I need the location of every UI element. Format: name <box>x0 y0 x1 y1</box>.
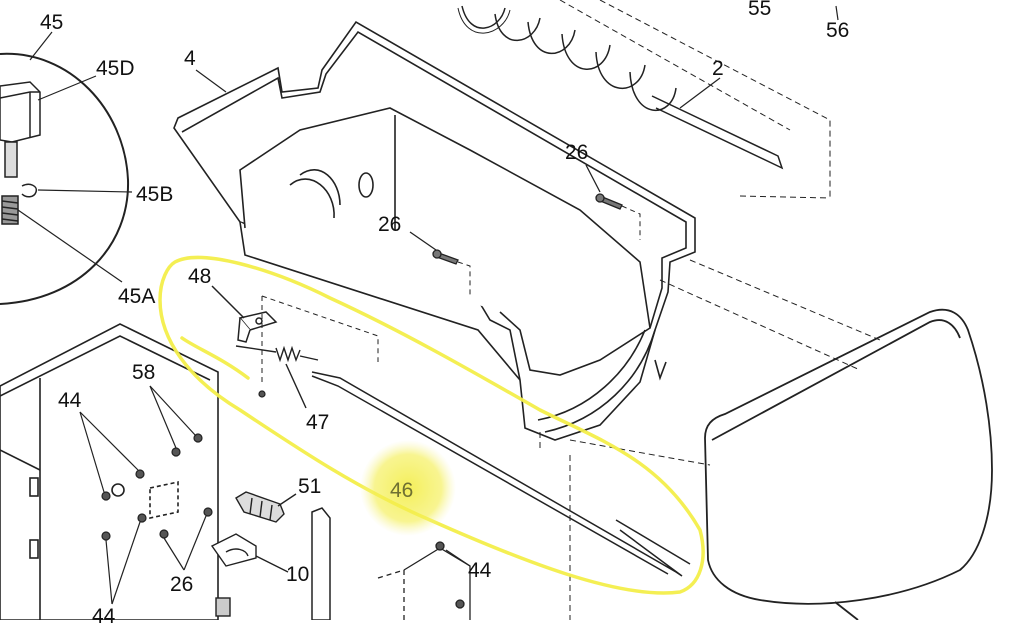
part-45b-clip <box>21 183 38 198</box>
callout-46: 46 <box>390 479 414 502</box>
dashed-box-55 <box>559 0 831 199</box>
callout-45: 45 <box>40 11 64 34</box>
leader-lines-bottom-left <box>79 385 207 605</box>
callout-26-middle: 26 <box>378 213 402 236</box>
callout-47: 47 <box>306 411 330 434</box>
part-2-auger-coil <box>457 5 784 170</box>
highlight-outline <box>158 255 705 595</box>
part-48-bracket <box>211 285 278 343</box>
dashed-guides-right <box>539 259 881 620</box>
callout-51: 51 <box>298 475 322 498</box>
callout-45d: 45D <box>96 57 135 80</box>
callout-58: 58 <box>132 361 156 384</box>
part-51-fitting <box>235 491 297 523</box>
callout-45b: 45B <box>136 183 174 206</box>
callout-10: 10 <box>286 563 310 586</box>
callout-4: 4 <box>184 47 196 70</box>
leader-lines-45 <box>17 31 133 283</box>
part-4-ice-bucket <box>173 20 696 441</box>
callout-44-right: 44 <box>468 559 492 582</box>
control-housing <box>0 323 219 620</box>
callout-44-bottom: 44 <box>92 605 116 628</box>
part-44-bracket-plate <box>377 541 471 620</box>
part-26-screws <box>409 164 623 265</box>
mounting-plate <box>311 507 331 620</box>
callout-48: 48 <box>188 265 212 288</box>
dashed-box-48 <box>261 295 379 384</box>
callout-2: 2 <box>712 57 724 80</box>
dashed-lines-26 <box>457 205 641 296</box>
callout-55: 55 <box>748 0 772 20</box>
part-44-58-screws <box>101 390 266 541</box>
leader-lines-top <box>195 5 839 109</box>
detail-circle-45 <box>0 52 130 305</box>
part-46-rod <box>311 371 691 577</box>
callout-26-upper: 26 <box>565 141 589 164</box>
callout-56: 56 <box>826 19 850 42</box>
part-10-clip <box>210 533 289 617</box>
part-45a-spring <box>1 195 19 225</box>
front-cover <box>704 308 993 620</box>
part-47-spring <box>235 345 319 409</box>
highlight-dot <box>360 440 456 536</box>
callout-45a: 45A <box>118 285 156 308</box>
callout-44-left: 44 <box>58 389 82 412</box>
part-45d-housing <box>0 81 41 178</box>
callout-26-lower: 26 <box>170 573 194 596</box>
